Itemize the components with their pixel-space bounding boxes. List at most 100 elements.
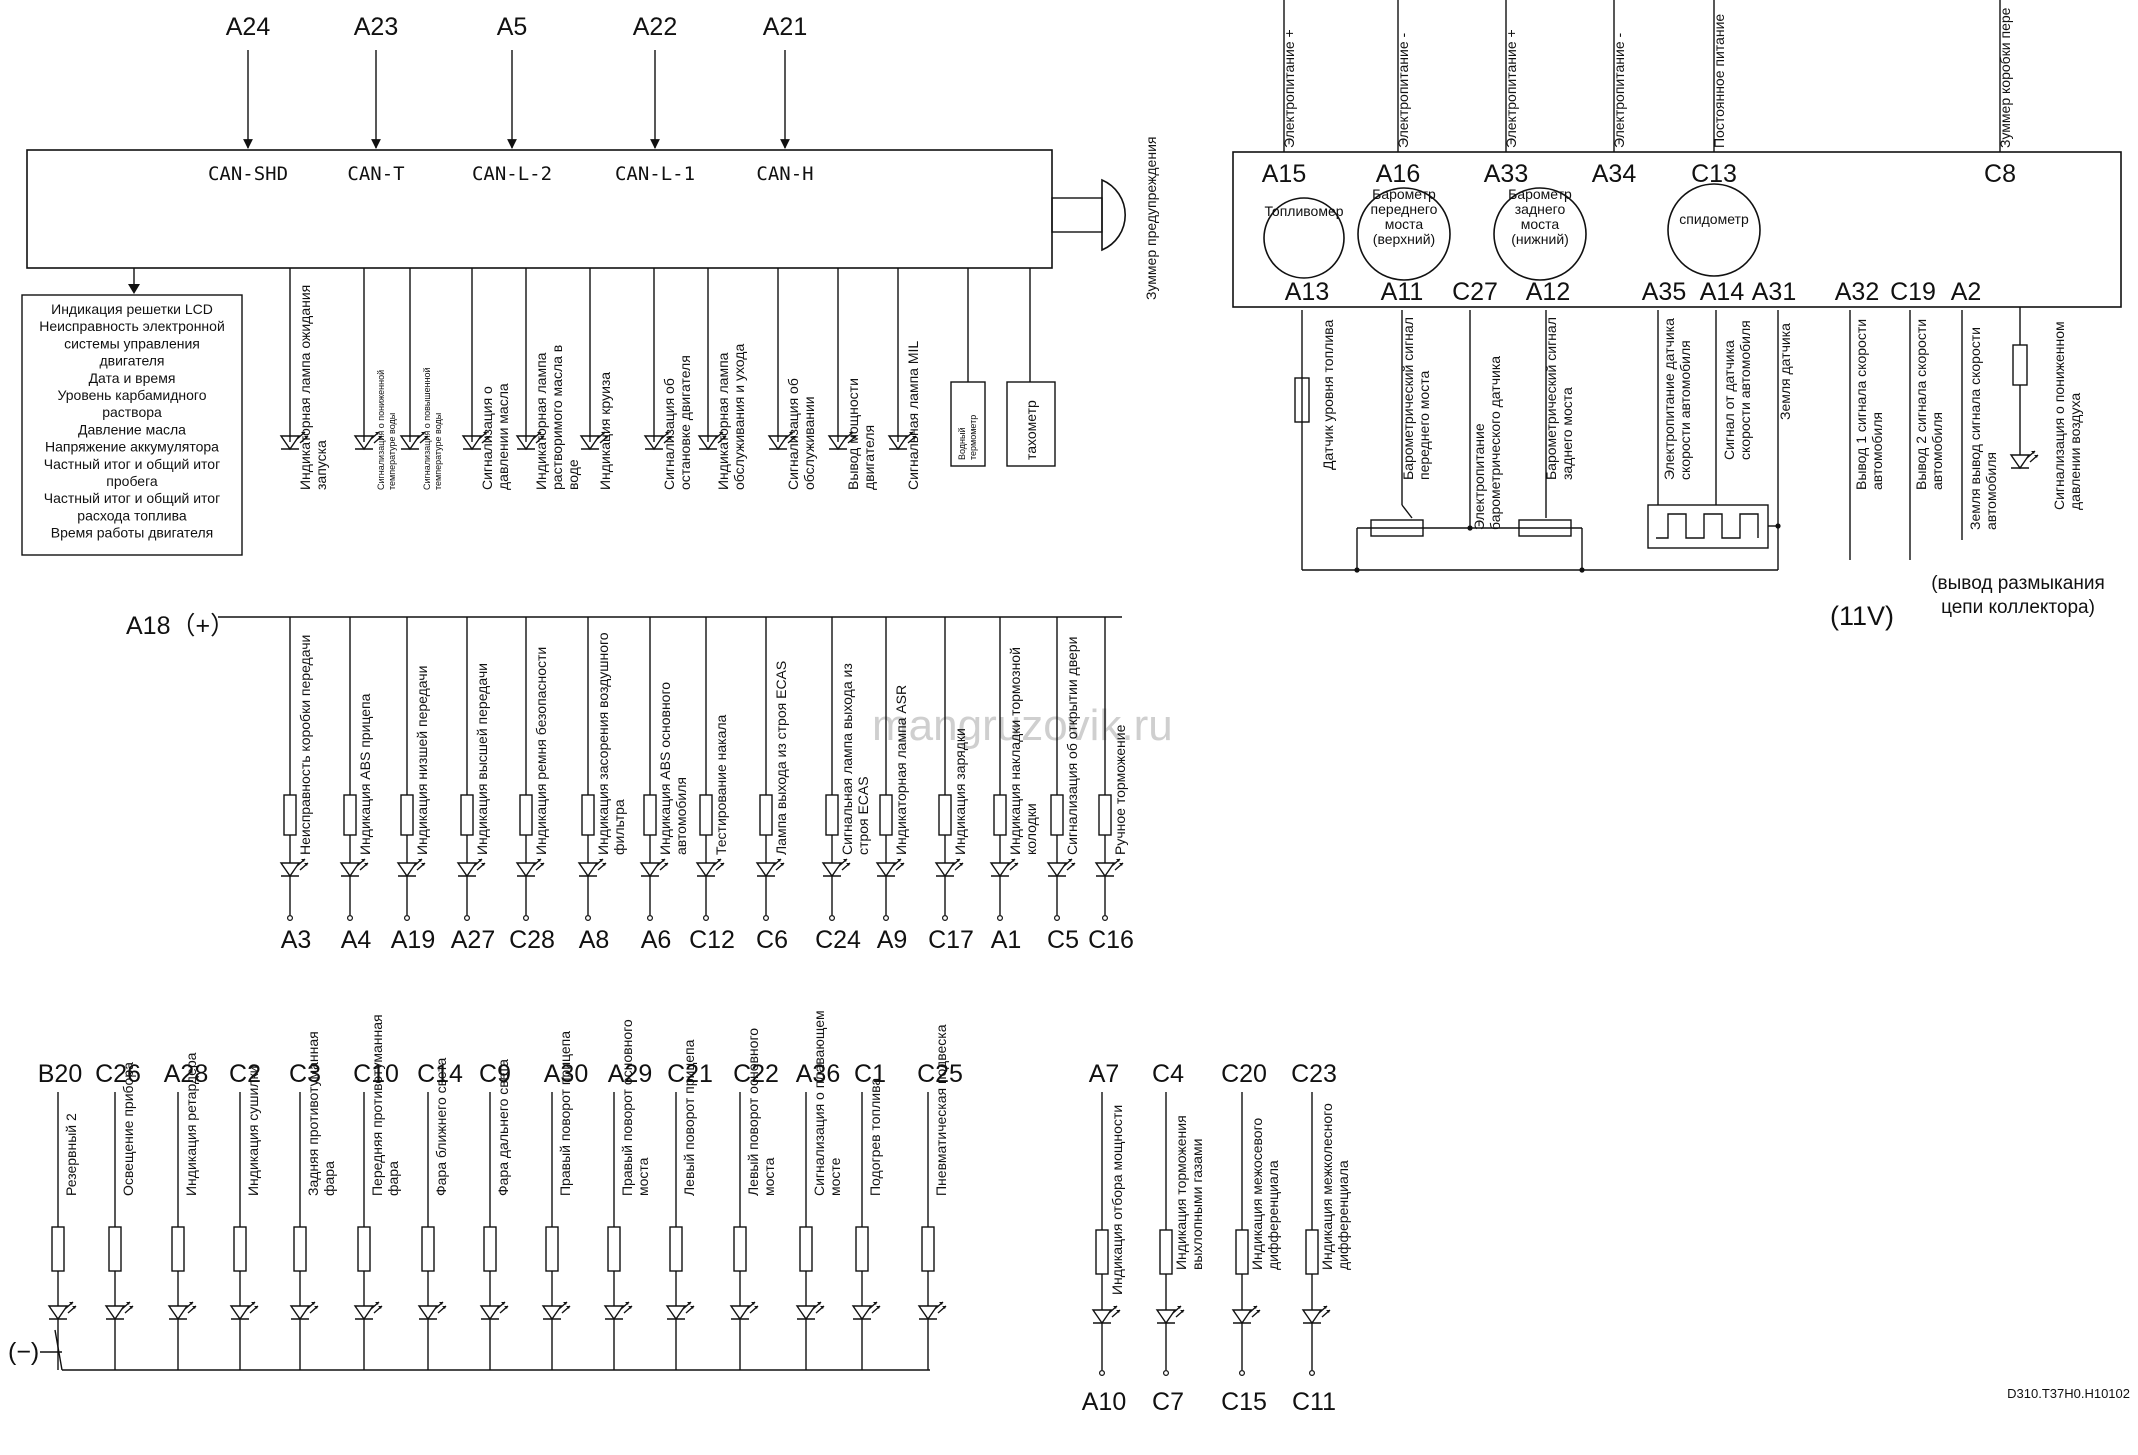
resistor bbox=[460, 794, 474, 836]
label-line: Фара дальнего света bbox=[495, 1059, 511, 1196]
led-icon bbox=[827, 431, 857, 451]
led-ray-head bbox=[1113, 1306, 1117, 1309]
led-triangle bbox=[577, 862, 599, 878]
gauge-module-box bbox=[1232, 151, 2122, 308]
positive-bus-label: A18（+） bbox=[126, 612, 235, 640]
led-ray-head bbox=[2031, 451, 2035, 454]
label-line: Индикация зарядки bbox=[952, 728, 968, 855]
gauge-label: Топливомер bbox=[1264, 203, 1343, 219]
led-triangle bbox=[515, 435, 537, 451]
label-line: Индикация ретардера bbox=[183, 1052, 199, 1196]
led-ray-head bbox=[483, 432, 487, 435]
gauge-top-pin: A33 bbox=[1484, 160, 1528, 188]
gauge-bottom-pin: A11 bbox=[1381, 278, 1424, 306]
terminal bbox=[882, 914, 889, 921]
led-ray-head bbox=[625, 1302, 629, 1305]
led-ray-head bbox=[421, 863, 425, 866]
led-ray-head bbox=[375, 1302, 379, 1305]
led-ray-head bbox=[314, 1306, 318, 1309]
indicator-label: Пневматическая подвеска bbox=[933, 1024, 949, 1196]
label-line: Сигнализация о bbox=[479, 386, 495, 490]
gauge-bottom-pin: A13 bbox=[1285, 278, 1329, 306]
indicator-pin: C16 bbox=[1088, 926, 1134, 954]
led-ray-head bbox=[661, 859, 665, 862]
led-icon bbox=[1094, 858, 1124, 878]
indicator-pin: A30 bbox=[544, 1060, 588, 1088]
gauge-bottom-pin: A35 bbox=[1642, 278, 1686, 306]
indicator-pin: C1 bbox=[854, 1060, 886, 1088]
led-ray-head bbox=[601, 432, 605, 435]
indicator-pin: C17 bbox=[928, 926, 974, 954]
label-line: автомобиля bbox=[1929, 412, 1945, 490]
label-line: Сигнализация об bbox=[661, 378, 677, 490]
terminal bbox=[464, 914, 471, 921]
gauge-top-pin: A15 bbox=[1262, 160, 1306, 188]
led-ray-head bbox=[751, 1302, 755, 1305]
led-triangle bbox=[917, 1305, 939, 1321]
led-icon bbox=[456, 858, 486, 878]
led-ray-head bbox=[301, 859, 305, 862]
lcd-line: двигателя bbox=[99, 353, 164, 369]
led-triangle bbox=[729, 1305, 751, 1321]
label-line: Сигнал от датчика bbox=[1721, 340, 1737, 460]
led-triangle bbox=[2009, 454, 2031, 470]
indicator-label: Фара дальнего света bbox=[495, 1059, 511, 1196]
led-icon bbox=[104, 1301, 134, 1321]
label-line: Электропитание + bbox=[1281, 29, 1297, 148]
led-ray-head bbox=[311, 1302, 315, 1305]
led-ray-head bbox=[690, 1306, 694, 1309]
led-triangle bbox=[353, 435, 375, 451]
led-icon bbox=[339, 858, 369, 878]
led-icon bbox=[755, 858, 785, 878]
indicator-label: Освещение прибора bbox=[120, 1062, 136, 1196]
label-line: обслуживании bbox=[801, 396, 817, 490]
led-icon bbox=[279, 431, 309, 451]
can-pin-label: A21 bbox=[763, 13, 807, 41]
label-line: Пневматическая подвеска bbox=[933, 1024, 949, 1196]
label-line: Земля датчика bbox=[1777, 323, 1793, 420]
led-triangle bbox=[875, 862, 897, 878]
label-line: моста bbox=[761, 1157, 777, 1196]
resistor bbox=[699, 794, 713, 836]
led-ray-head bbox=[254, 1306, 258, 1309]
label-line: строя ECAS bbox=[855, 776, 871, 855]
indicator-pin: A28 bbox=[164, 1060, 208, 1088]
indicator-pin: A10 bbox=[1082, 1388, 1126, 1416]
label-line: Индикация засорения воздушного bbox=[595, 632, 611, 855]
led-triangle bbox=[821, 862, 843, 878]
resistor bbox=[879, 794, 893, 836]
led-icon bbox=[934, 858, 964, 878]
label-line: Резервный 2 bbox=[63, 1113, 79, 1196]
led-ray-head bbox=[1119, 863, 1123, 866]
lcd-line: системы управления bbox=[64, 335, 200, 351]
led-triangle bbox=[279, 435, 301, 451]
label-line: обслуживания и ухода bbox=[731, 344, 747, 490]
led-triangle bbox=[1094, 862, 1116, 878]
label-line: Электропитание - bbox=[1611, 33, 1627, 148]
sensor-label: Земля датчика bbox=[1777, 323, 1793, 420]
led-ray-head bbox=[1014, 863, 1018, 866]
label-line: Индикация ремня безопасности bbox=[533, 647, 549, 855]
gauge-label: Барометр bbox=[1372, 186, 1436, 202]
power-pin-label: Зуммер коробки пере bbox=[1997, 7, 2013, 148]
label-line: автомобиля bbox=[673, 777, 689, 855]
label-line: барометрического датчика bbox=[1487, 356, 1503, 530]
indicator-pin: C24 bbox=[815, 926, 861, 954]
resistor bbox=[733, 1226, 747, 1272]
gauge-bottom-pin: A31 bbox=[1752, 278, 1796, 306]
drawing-code: D310.T37H0.H10102 bbox=[2007, 1386, 2130, 1401]
label-line: растворимого масла в bbox=[549, 345, 565, 490]
led-ray-head bbox=[192, 1306, 196, 1309]
power-pin-label: Электропитание + bbox=[1281, 29, 1297, 148]
led-ray-head bbox=[777, 859, 781, 862]
label-line: температуре воды bbox=[433, 413, 443, 490]
barometric-sensor-resistor bbox=[1370, 519, 1424, 537]
lcd-line: Частный итог и общий итог bbox=[44, 490, 220, 506]
gauge-icon bbox=[1493, 187, 1587, 281]
